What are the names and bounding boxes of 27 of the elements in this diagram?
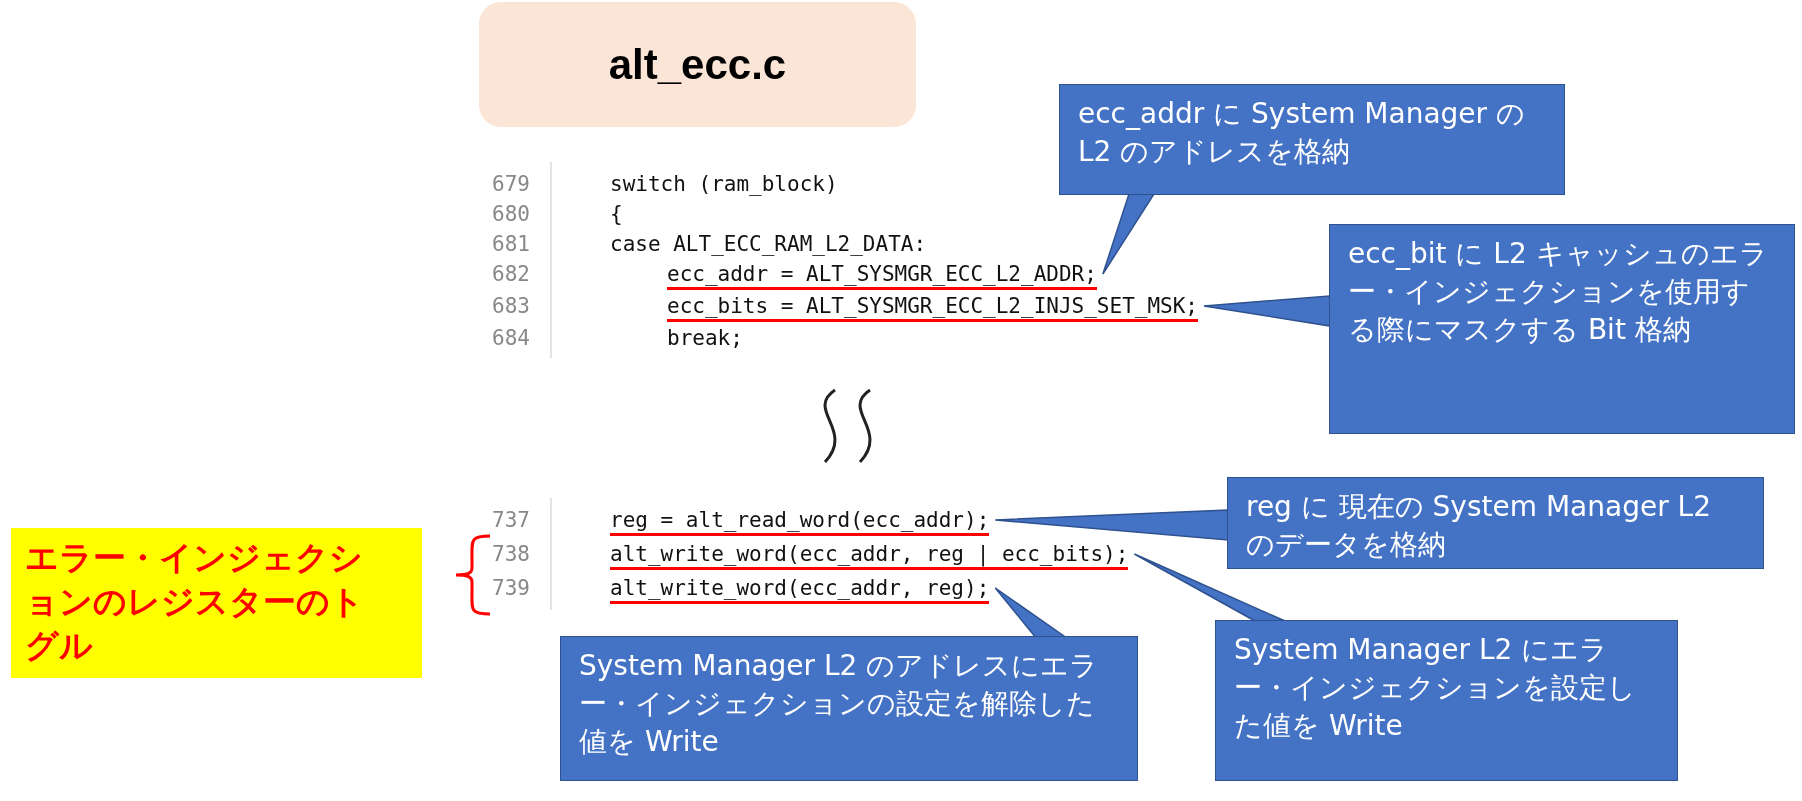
line-number: 738 xyxy=(492,541,531,568)
callout-pointer xyxy=(994,509,1229,541)
code-text: alt_write_word(ecc_addr, reg); xyxy=(610,576,990,604)
line-number: 739 xyxy=(492,575,531,602)
line-number: 737 xyxy=(492,507,531,534)
code-text: { xyxy=(610,202,623,226)
line-number: 680 xyxy=(492,201,531,228)
code-text: break; xyxy=(667,326,743,350)
note-box: エラー・インジェクションのレジスターのトグル xyxy=(11,528,422,678)
callout-pointer xyxy=(1203,295,1331,327)
line-number: 684 xyxy=(492,325,531,352)
line-number: 682 xyxy=(492,261,531,288)
callout-box: ecc_addr に System Manager の L2 のアドレスを格納 xyxy=(1059,84,1565,195)
callout-pointer xyxy=(1102,193,1156,275)
file-name-box: alt_ecc.c xyxy=(479,2,916,127)
code-text: ecc_addr = ALT_SYSMGR_ECC_L2_ADDR; xyxy=(667,262,1097,290)
code-text: reg = alt_read_word(ecc_addr); xyxy=(610,508,990,536)
callout-pointer xyxy=(1133,553,1286,622)
code-text: alt_write_word(ecc_addr, reg | ecc_bits); xyxy=(610,542,1129,570)
code-text: case ALT_ECC_RAM_L2_DATA: xyxy=(610,232,927,256)
line-number: 679 xyxy=(492,171,531,198)
line-number: 683 xyxy=(492,293,531,320)
line-number: 681 xyxy=(492,231,531,258)
callout-box: ecc_bit に L2 キャッシュのエラー・インジェクションを使用する際にマスクする Bit 格納 xyxy=(1329,224,1795,434)
callout-box: System Manager L2 にエラー・インジェクションを設定した値を Write xyxy=(1215,620,1678,781)
code-text: ecc_bits = ALT_SYSMGR_ECC_L2_INJS_SET_MSK; xyxy=(667,294,1198,322)
code-text: switch (ram_block) xyxy=(610,172,838,196)
